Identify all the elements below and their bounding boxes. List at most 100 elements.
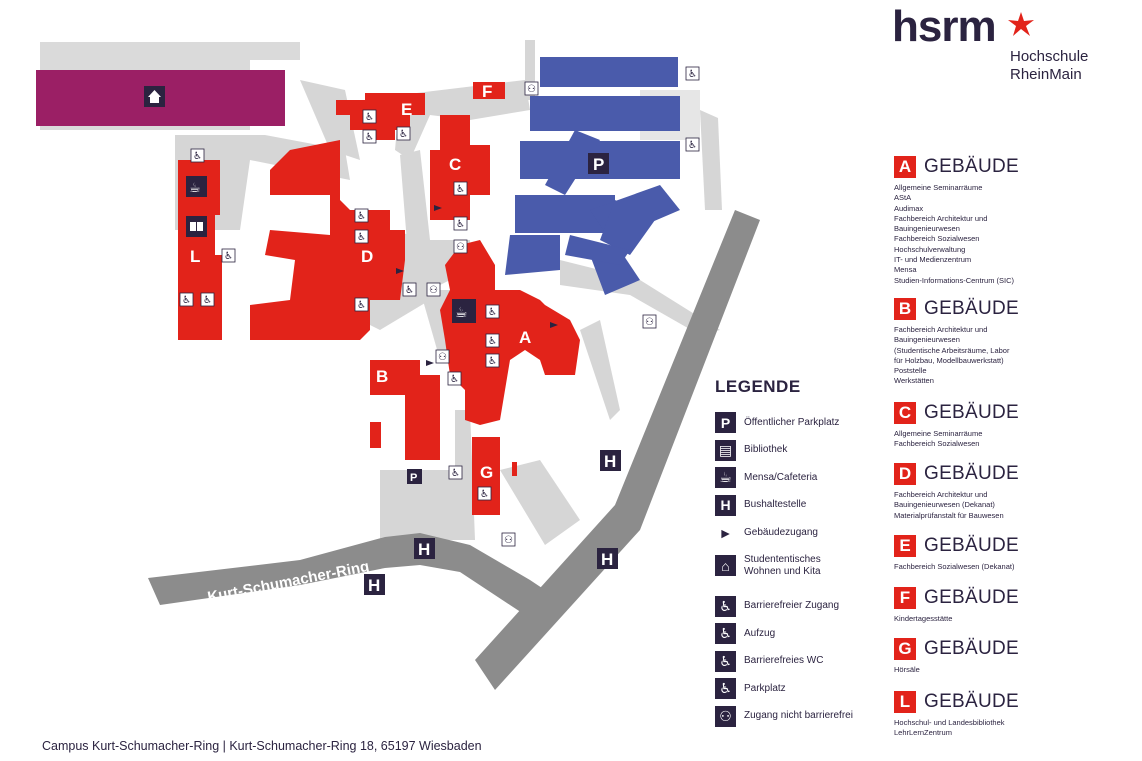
building-desc-line: LehrLernZentrum: [894, 728, 952, 738]
legend-title: LEGENDE: [715, 377, 801, 396]
building-desc-line: Hochschulverwaltung: [894, 244, 966, 254]
map-letter-b: B: [376, 367, 388, 386]
accessibility-markers: ♿ ♿ ♿ ♿ ♿ ♿ ♿ ⚇ ♿ ♿ ♿ ♿ ⚇ ♿ ♿ ♿ ♿ ⚇ ♿ ♿ …: [179, 66, 700, 547]
svg-text:♿: ♿: [451, 468, 460, 479]
svg-text:⚇: ⚇: [429, 285, 438, 296]
svg-text:♿: ♿: [450, 374, 459, 385]
svg-text:♿: ♿: [480, 489, 489, 500]
svg-text:♿: ♿: [224, 251, 233, 262]
building-desc-line: Audimax: [894, 203, 924, 213]
building-desc-line: IT- und Medienzentrum: [894, 255, 972, 265]
svg-text:⚇: ⚇: [438, 352, 447, 363]
building-desc-line: Bauingenieurwesen (Dekanat): [894, 500, 995, 510]
building-desc-line: Werkstätten: [894, 376, 934, 386]
building-title: GEBÄUDE: [924, 587, 1020, 608]
campus-address: Campus Kurt-Schumacher-Ring | Kurt-Schum…: [42, 739, 482, 753]
map-letter-a: A: [519, 328, 531, 347]
building-desc-line: Bauingenieurwesen: [894, 335, 960, 345]
building-title: GEBÄUDE: [924, 402, 1020, 423]
svg-text:H: H: [604, 452, 616, 471]
svg-text:♿: ♿: [456, 184, 465, 195]
bus-stop-icon: H: [364, 574, 385, 595]
building-badge: A: [894, 156, 916, 178]
legend-label: Barrierefreier Zugang: [744, 600, 840, 612]
svg-text:♿: ♿: [203, 295, 212, 306]
building-title: GEBÄUDE: [924, 156, 1020, 177]
building-desc-line: Fachbereich Sozialwesen: [894, 439, 980, 449]
svg-text:♿: ♿: [488, 336, 497, 347]
building-desc-line: Fachbereich Architektur und: [894, 490, 988, 499]
svg-text:♿: ♿: [456, 219, 465, 230]
legend-label: Parkplatz: [744, 682, 786, 694]
building-desc-line: Fachbereich Architektur und: [894, 325, 988, 334]
hsrm-logo: hsrm Hochschule RheinMain: [892, 2, 1122, 90]
svg-text:☕: ☕: [189, 181, 201, 196]
entrance-arrow-icon: ►: [718, 524, 733, 541]
svg-text:♿: ♿: [357, 211, 366, 222]
svg-text:♿: ♿: [357, 232, 366, 243]
building-desc-line: Fachbereich Architektur und: [894, 213, 988, 223]
entrance-arrows: [396, 205, 558, 366]
bus-stop-icon: H: [414, 538, 435, 559]
building-desc-line: Allgemeine Seminarräume: [894, 183, 983, 192]
legend-item-accessible-parking: ♿ Parkplatz: [715, 675, 885, 703]
map-letter-e: E: [401, 100, 412, 119]
building-title: GEBÄUDE: [924, 535, 1020, 556]
building-badge: D: [894, 463, 916, 485]
accessible-parking-icon: ♿: [715, 678, 736, 700]
bus-stop-icon: H: [600, 450, 621, 471]
legend-label: Gebäudezugang: [744, 526, 818, 538]
legend-label: Mensa/Cafeteria: [744, 471, 818, 483]
legend-item-housing: ⌂ Studententisches Wohnen und Kita: [715, 547, 885, 585]
building-desc-line: Poststelle: [894, 366, 927, 376]
svg-text:☕: ☕: [455, 305, 468, 321]
building-desc-line: für Holzbau, Modellbauwerkstatt): [894, 355, 1004, 365]
map-letter-g: G: [480, 463, 493, 482]
building-title: GEBÄUDE: [924, 691, 1020, 712]
elevator-icon: ♿: [715, 623, 736, 645]
housing-icon: [144, 86, 165, 107]
building-desc-line: Kindertagesstätte: [894, 614, 953, 623]
svg-text:⚇: ⚇: [527, 84, 536, 95]
svg-text:♿: ♿: [182, 295, 191, 306]
building-badge: E: [894, 535, 916, 557]
svg-text:♿: ♿: [488, 307, 497, 318]
svg-text:⚇: ⚇: [456, 242, 465, 253]
building-badge: G: [894, 638, 916, 660]
svg-text:P: P: [593, 155, 604, 174]
building-desc-line: Fachbereich Sozialwesen: [894, 234, 980, 244]
parking-lot-icon: P: [407, 469, 422, 484]
svg-text:♿: ♿: [488, 356, 497, 367]
bus-stop-markers: H H H H: [364, 450, 621, 595]
map-legend: LEGENDE P Öffentlicher Parkplatz ▤ Bibli…: [715, 377, 885, 730]
svg-text:H: H: [601, 550, 613, 569]
legend-item-accessible-wc: ♿ Barrierefreies WC: [715, 648, 885, 676]
building-desc-line: (Studentische Arbeitsräume, Labor: [894, 345, 1010, 355]
svg-text:♿: ♿: [688, 69, 697, 80]
library-icon: ▤: [715, 439, 736, 461]
legend-item-cafeteria: ☕ Mensa/Cafeteria: [715, 464, 885, 492]
accessible-wc-icon: ♿: [715, 650, 736, 672]
svg-text:♿: ♿: [365, 112, 374, 123]
roads: [148, 210, 760, 690]
legend-item-parking: P Öffentlicher Parkplatz: [715, 409, 885, 437]
building-desc-line: Bauingenieurwesen: [894, 224, 960, 234]
building-desc-line: Hochschul- und Landesbibliothek: [894, 718, 1005, 727]
building-desc-line: Allgemeine Seminarräume: [894, 429, 983, 438]
legend-label: Aufzug: [744, 627, 776, 639]
legend-label: Bibliothek: [744, 444, 788, 456]
svg-text:♿: ♿: [365, 132, 374, 143]
logo-star-icon: [1008, 12, 1034, 36]
parking-garage[interactable]: [505, 57, 680, 295]
legend-item-accessible-entrance: ♿ Barrierefreier Zugang: [715, 593, 885, 621]
building-desc-line: Mensa: [894, 265, 917, 275]
